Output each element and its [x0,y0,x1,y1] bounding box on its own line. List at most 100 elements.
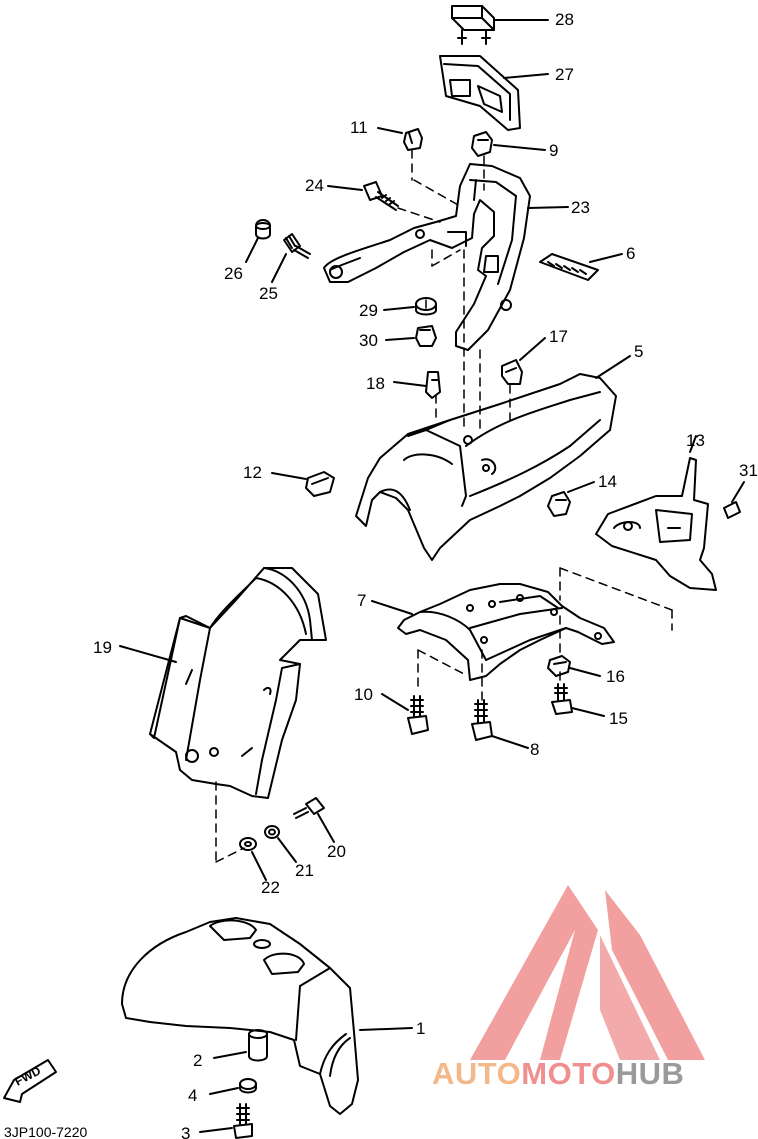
callout-21: 21 [295,861,314,880]
leader-line [277,837,297,863]
callout-13: 13 [686,431,705,450]
leader-line [569,667,601,677]
part-20-screw [293,797,325,819]
leader-line [245,237,259,263]
part-23-grab-handle [323,163,531,351]
diagram-code: 3JP100-7220 [4,1124,88,1139]
leader-line [371,600,413,615]
callout-9: 9 [549,141,559,160]
part-29-washer [415,297,437,316]
leader-line [327,185,363,191]
callout-31: 31 [739,461,758,480]
part-8-bolt [471,699,493,741]
part-30-nut [415,325,437,347]
leader-line [689,435,697,453]
watermark-text-moto: MOTO [521,1056,616,1091]
callout-6: 6 [626,244,636,263]
assembly-dash-lines-mid [417,567,673,701]
callout-8: 8 [530,740,540,759]
callout-22: 22 [261,878,280,897]
leader-line [199,1127,233,1133]
part-26-cap [255,219,271,240]
callout-17: 17 [549,327,568,346]
part-2-collar [248,1029,268,1062]
callout-10: 10 [354,685,373,704]
watermark-logo [470,885,705,1060]
leader-line [503,73,549,79]
callout-4: 4 [188,1086,198,1105]
callout-27: 27 [555,65,574,84]
callout-3: 3 [181,1124,191,1139]
leader-line [519,337,546,361]
assembly-dash-lines [397,149,511,431]
leader-line [119,645,177,663]
part-22-washer [239,837,257,851]
part-19-fender-cover [149,567,327,799]
part-9-nut [471,131,493,157]
leader-line [359,1027,413,1031]
leader-line [527,206,569,209]
part-31-clip [723,501,741,519]
callout-25: 25 [259,284,278,303]
part-16-nut [547,655,571,677]
part-18-clip [425,371,441,399]
part-4-washer [239,1078,257,1094]
leader-line [595,355,631,379]
leader-line [251,851,267,881]
leader-line [271,472,307,480]
part-28-bracket [451,5,495,45]
part-10-bolt [407,695,429,735]
callout-15: 15 [609,709,628,728]
callout-19: 19 [93,638,112,657]
callout-30: 30 [359,331,378,350]
part-7-inner-fender [397,583,615,681]
leader-line [383,306,415,311]
part-11-nut [403,128,423,151]
callout-29: 29 [359,301,378,320]
leader-line [381,693,409,711]
part-17-clip [501,359,523,385]
leader-line [393,381,427,387]
part-13-flap [595,457,717,591]
leader-line [567,481,595,493]
callout-16: 16 [606,667,625,686]
part-14-nut [547,491,571,517]
callout-26: 26 [224,264,243,283]
watermark-text-auto: AUTO [432,1056,522,1091]
callout-12: 12 [243,463,262,482]
leader-line [493,144,546,151]
part-6-label [539,253,599,281]
part-5-rear-fender [355,373,617,561]
part-25-screw [283,233,311,259]
callout-5: 5 [634,342,644,361]
part-21-washer [264,825,280,839]
leader-line [589,253,623,263]
callout-11: 11 [350,118,368,137]
leader-line [377,127,403,134]
leader-line [209,1087,239,1095]
callout-18: 18 [366,374,385,393]
assembly-dash-lines-lower [215,781,245,863]
callout-14: 14 [598,472,617,491]
callout-24: 24 [305,176,324,195]
part-27-bracket [439,55,521,131]
watermark-text: AUTOMOTOHUB [432,1058,684,1089]
watermark-text-hub: HUB [615,1056,685,1091]
leader-line [731,481,745,503]
callout-1: 1 [416,1019,426,1038]
leader-line [213,1051,247,1059]
leader-line [317,813,335,843]
callout-2: 2 [193,1051,203,1070]
part-3-bolt [233,1103,253,1139]
callout-23: 23 [571,198,590,217]
part-15-bolt [551,683,573,715]
leader-line [491,735,529,749]
leader-line [571,707,605,717]
callout-20: 20 [327,842,346,861]
part-24-bolt [363,181,399,211]
part-1-front-fender [121,917,359,1115]
leader-line [385,337,415,341]
leader-line [271,253,287,283]
